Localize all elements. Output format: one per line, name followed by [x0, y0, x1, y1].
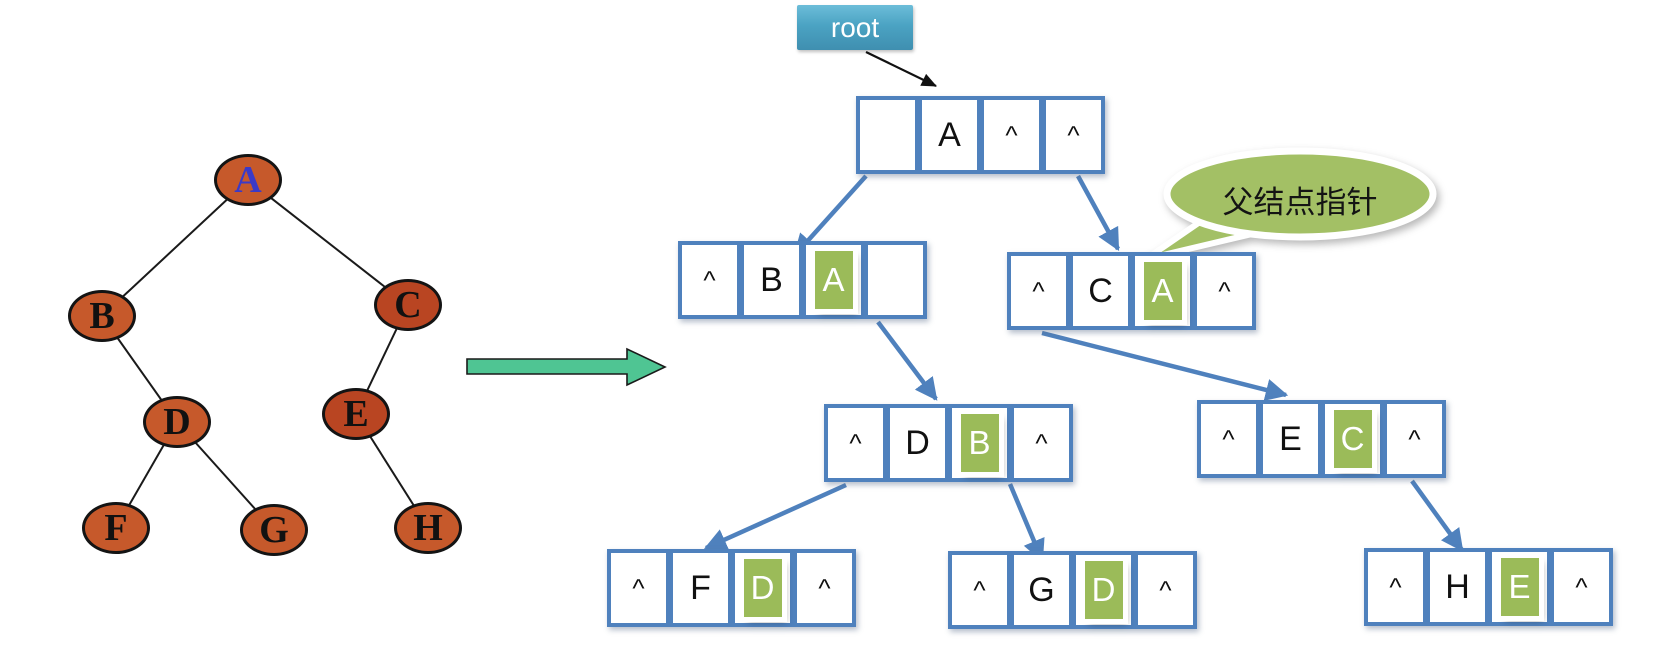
linked-node-h-rchild: ^: [1550, 548, 1613, 626]
tree-node-d: D: [143, 396, 211, 448]
root-label-text: root: [830, 11, 880, 43]
linked-node-e-lchild: ^: [1197, 400, 1260, 478]
linked-node-b-rchild: [864, 241, 927, 319]
tree-node-g-label: G: [259, 509, 289, 551]
linked-node-d-rchild: ^: [1010, 404, 1073, 482]
linked-node-e-rchild: ^: [1383, 400, 1446, 478]
tree-node-e: E: [322, 388, 390, 440]
link-arrow-d-g: [1007, 483, 1045, 563]
link-arrow-b-d: [876, 320, 938, 401]
linked-node-f-parent-cell: D: [731, 549, 794, 627]
linked-node-a-parent: ^: [980, 96, 1043, 174]
linked-node-e-data: E: [1259, 400, 1322, 478]
linked-node-f-parent: D: [743, 559, 782, 617]
linked-node-f: ^ F D ^: [607, 549, 856, 627]
linked-node-c-lchild: ^: [1007, 252, 1070, 330]
linked-node-h-lchild: ^: [1364, 548, 1427, 626]
tree-edge-a-b: [101, 179, 249, 317]
linked-node-a-rchild: ^: [1042, 96, 1105, 174]
tree-node-h-label: H: [413, 507, 443, 549]
tree-node-b-label: B: [89, 295, 115, 337]
linked-node-d-parent-cell: B: [948, 404, 1011, 482]
tree-node-d-label: D: [163, 401, 191, 443]
tree-node-b: B: [68, 290, 136, 342]
linked-node-e-parent: C: [1333, 410, 1372, 468]
linked-node-h-parent-cell: E: [1488, 548, 1551, 626]
linked-node-b: ^ B A: [678, 241, 927, 319]
linked-node-g-data: G: [1010, 551, 1073, 629]
tree-edge-a-c: [247, 179, 409, 306]
link-arrow-c-e: [1041, 330, 1289, 401]
linked-node-g-parent-cell: D: [1072, 551, 1135, 629]
callout-ellipse: [1163, 147, 1437, 241]
linked-node-e: ^ E C ^: [1197, 400, 1446, 478]
linked-node-e-parent-cell: C: [1321, 400, 1384, 478]
tree-node-e-label: E: [343, 393, 369, 435]
linked-node-g-parent: D: [1084, 561, 1123, 619]
linked-node-h-data: H: [1426, 548, 1489, 626]
linked-node-c-parent: A: [1143, 262, 1182, 320]
tree-node-h: H: [394, 502, 462, 554]
parent-pointer-callout-shape: [1144, 147, 1437, 262]
linked-node-f-rchild: ^: [793, 549, 856, 627]
linked-node-a: A ^ ^: [856, 96, 1105, 174]
tree-node-a-label: A: [234, 159, 262, 201]
root-pointer-arrow: [865, 51, 937, 87]
linked-node-h: ^ H E ^: [1364, 548, 1613, 626]
linked-node-d: ^ D B ^: [824, 404, 1073, 482]
link-arrow-e-h: [1410, 479, 1464, 552]
tree-node-g: G: [240, 504, 308, 556]
linked-node-b-parent-cell: A: [802, 241, 865, 319]
linked-node-g: ^ G D ^: [948, 551, 1197, 629]
link-arrow-d-f: [703, 482, 847, 551]
linked-node-c-data: C: [1069, 252, 1132, 330]
linked-node-c-rchild: ^: [1193, 252, 1256, 330]
linked-node-b-data: B: [740, 241, 803, 319]
tree-node-f-label: F: [104, 507, 128, 549]
linked-node-d-parent: B: [960, 414, 999, 472]
linked-node-d-data: D: [886, 404, 949, 482]
linked-node-a-data: A: [918, 96, 981, 174]
linked-node-c-parent-cell: A: [1131, 252, 1194, 330]
linked-node-c: ^ C A ^: [1007, 252, 1256, 330]
linked-node-b-parent: A: [814, 251, 853, 309]
linked-node-f-lchild: ^: [607, 549, 670, 627]
root-label: root: [797, 5, 913, 50]
linked-node-f-data: F: [669, 549, 732, 627]
tree-node-c-label: C: [394, 284, 422, 326]
linked-node-g-rchild: ^: [1134, 551, 1197, 629]
parent-pointer-callout-text: 父结点指针: [1222, 185, 1378, 220]
linked-node-h-parent: E: [1500, 558, 1539, 616]
linked-node-a-lchild: [856, 96, 919, 174]
linked-node-g-lchild: ^: [948, 551, 1011, 629]
link-arrow-a-c: [1076, 174, 1120, 251]
tree-node-c: C: [374, 279, 442, 331]
transform-arrow: [466, 347, 667, 387]
tree-node-a: A: [214, 154, 282, 206]
linked-node-d-lchild: ^: [824, 404, 887, 482]
linked-node-b-lchild: ^: [678, 241, 741, 319]
tree-node-f: F: [82, 502, 150, 554]
